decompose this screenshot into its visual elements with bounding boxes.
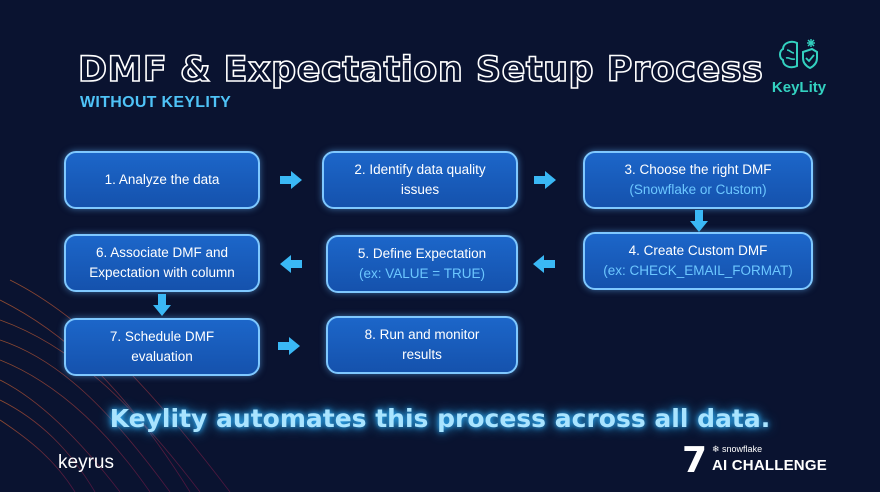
page-title: DMF & Expectation Setup Process [77,49,764,91]
step-4-text: 4. Create Custom DMF [628,243,768,259]
step-6-box: 6. Associate DMF and Expectation with co… [64,234,260,292]
challenge-number: 7 [682,440,708,481]
step-7-text-line2: evaluation [131,349,193,364]
step-4-box: 4. Create Custom DMF (ex: CHECK_EMAIL_FO… [583,232,813,290]
step-5-text: 5. Define Expectation [357,246,487,262]
step-6-text-line2: Expectation with column [89,265,235,280]
step-7-box: 7. Schedule DMF evaluation [64,318,260,376]
snowflake-brand-text: snowflake [722,444,763,454]
arrow-down-icon [690,210,708,232]
step-5-subtext: (ex: VALUE = TRUE) [359,266,485,281]
step-5-box: 5. Define Expectation (ex: VALUE = TRUE) [326,235,518,293]
step-3-subtext: (Snowflake or Custom) [629,182,767,197]
step-8-text-line2: results [402,347,442,362]
tagline: Keylity automates this process across al… [109,404,771,433]
step-7-text-line1: 7. Schedule DMF [109,329,215,345]
step-2-text-line2: issues [400,182,440,197]
step-3-text: 3. Choose the right DMF [624,162,772,178]
step-8-box: 8. Run and monitor results [326,316,518,374]
arrow-down-icon [153,294,171,316]
arrow-left-icon [280,255,302,273]
page-subtitle: WITHOUT KEYLITY [80,94,232,111]
snowflake-ai-challenge-logo: 7 ❄ snowflake AI CHALLENGE [682,440,832,481]
arrow-right-icon [278,337,300,355]
step-2-text-line1: 2. Identify data quality [354,162,486,178]
snowflake-brand: ❄ snowflake [712,444,763,454]
brain-shield-icon [779,39,818,70]
step-1-box: 1. Analyze the data [64,151,260,209]
step-3-box: 3. Choose the right DMF (Snowflake or Cu… [583,151,813,209]
step-2-box: 2. Identify data quality issues [322,151,518,209]
keylity-logo: KeyLity [764,38,834,96]
step-4-subtext: (ex: CHECK_EMAIL_FORMAT) [603,263,793,278]
step-6-text-line1: 6. Associate DMF and [95,245,229,261]
challenge-label: AI CHALLENGE [712,457,827,474]
keyrus-logo: keyrus [58,452,114,473]
step-8-text-line1: 8. Run and monitor [364,327,480,343]
arrow-right-icon [280,171,302,189]
arrow-left-icon [533,255,555,273]
arrow-right-icon [534,171,556,189]
keylity-logo-text: KeyLity [771,79,827,96]
step-1-text: 1. Analyze the data [104,172,220,188]
